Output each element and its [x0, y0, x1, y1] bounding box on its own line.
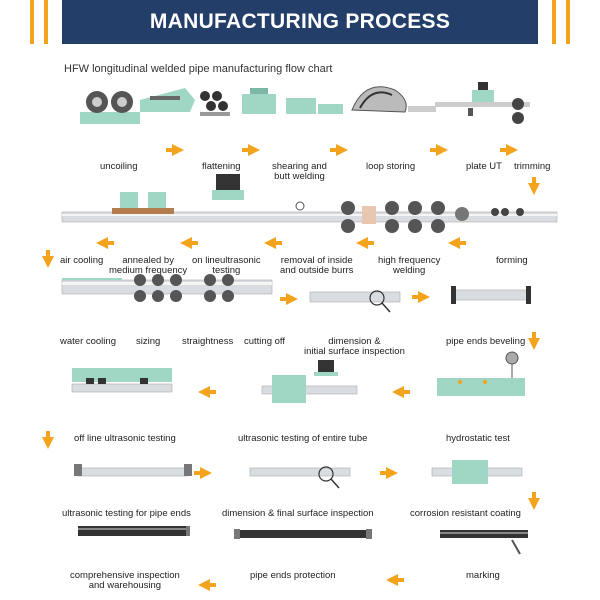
step-label-flattening: flattening: [202, 161, 241, 172]
step-label-straightness: straightness: [182, 336, 234, 347]
header-accent-bar: [44, 0, 48, 44]
final-inspection-pipe-icon: [249, 466, 351, 489]
flow-arrow-right: [500, 144, 518, 156]
step-label-online-ut: on lineultrasonic testing: [192, 256, 261, 276]
step-label-line: testing: [212, 265, 241, 276]
step-label-line: comprehensive inspection: [70, 570, 180, 581]
header-accent-bar: [552, 0, 556, 44]
flow-arrow-left: [264, 237, 282, 249]
step-label-line: dimension &: [328, 336, 381, 347]
step-label-ut-pipe-ends: ultrasonic testing for pipe ends: [62, 508, 191, 519]
pipe-ends-ut-icon: [74, 464, 192, 477]
step-label-loop-storing: loop storing: [366, 161, 416, 172]
offline-ut-icon: [71, 368, 173, 393]
flow-arrow-left: [356, 237, 374, 249]
warehoused-pipe-icon: [78, 526, 190, 536]
coating-icon: [431, 460, 523, 484]
plate-ut-icon: [435, 82, 530, 124]
step-label-line: removal of inside: [280, 255, 353, 266]
step-label-hf-welding: high frequency welding: [378, 256, 440, 276]
marked-pipe-icon: [440, 530, 528, 555]
step-label-water-cooling: water cooling: [60, 336, 116, 347]
flow-arrow-left: [386, 574, 404, 586]
step-label-line: annealed by: [122, 255, 174, 266]
uncoiler-machine-icon: [80, 88, 195, 124]
step-label-offline-ut: off line ultrasonic testing: [74, 433, 176, 444]
step-label-coating: corrosion resistant coating: [410, 508, 521, 519]
step-label-shearing: shearing and butt welding: [272, 162, 327, 182]
flow-arrow-left: [96, 237, 114, 249]
welding-line-pipe-icon: [61, 174, 558, 233]
step-label-line: medium frequency: [109, 265, 188, 276]
flow-arrow-right: [380, 467, 398, 479]
flow-arrow-right: [430, 144, 448, 156]
step-label-initial-inspection: dimension & initial surface inspection: [304, 337, 405, 357]
header-accent-bar: [566, 0, 570, 44]
step-label-final-inspection: dimension & final surface inspection: [222, 508, 374, 519]
flow-arrow-right: [242, 144, 260, 156]
step-label-uncoiling: uncoiling: [100, 161, 138, 172]
loop-storing-icon: [351, 86, 436, 113]
step-label-line: initial surface inspection: [304, 346, 405, 357]
flow-arrow-left: [198, 386, 216, 398]
step-label-air-cooling: air cooling: [60, 255, 104, 266]
beveled-pipe-icon: [451, 286, 531, 304]
flow-arrow-down: [528, 177, 540, 195]
step-label-ends-protection: pipe ends protection: [250, 570, 336, 581]
step-label-burr-removal: removal of inside and outside burrs: [280, 256, 353, 276]
entire-tube-ut-icon: [261, 360, 358, 403]
step-label-line: on lineultrasonic: [192, 255, 261, 266]
step-label-line: welding: [393, 265, 426, 276]
chart-subtitle: HFW longitudinal welded pipe manufacturi…: [64, 63, 333, 75]
step-label-annealed: annealed by medium frequency: [109, 256, 187, 276]
flow-arrow-down: [42, 431, 54, 449]
flow-arrow-left: [180, 237, 198, 249]
header-accent-bar: [30, 0, 34, 44]
step-label-ut-entire-tube: ultrasonic testing of entire tube: [238, 433, 368, 444]
step-label-line: and outside burrs: [280, 265, 354, 276]
flow-arrow-right: [166, 144, 184, 156]
hydrostatic-test-icon: [437, 351, 525, 396]
step-label-comprehensive-inspection: comprehensive inspection and warehousing: [70, 571, 180, 591]
shearing-machine-icon: [242, 88, 343, 114]
step-label-line: butt welding: [274, 171, 325, 182]
protected-pipe-icon: [234, 529, 372, 539]
flow-arrow-left: [198, 579, 216, 591]
step-label-sizing: sizing: [136, 336, 161, 347]
flattening-rolls-icon: [200, 91, 230, 116]
flow-arrow-right: [194, 467, 212, 479]
step-label-line: shearing and: [272, 161, 327, 172]
flow-arrow-down: [528, 492, 540, 510]
page-title: MANUFACTURING PROCESS: [62, 0, 538, 44]
flow-arrow-right: [412, 291, 430, 303]
step-label-line: and warehousing: [88, 580, 162, 591]
step-label-marking: marking: [466, 570, 500, 581]
flow-arrow-right: [280, 293, 298, 305]
step-label-line: high frequency: [378, 255, 441, 266]
flow-arrow-right: [330, 144, 348, 156]
step-label-trimming: trimming: [514, 161, 551, 172]
flow-arrow-down: [42, 250, 54, 268]
flow-arrow-left: [392, 386, 410, 398]
flow-arrow-down: [528, 332, 540, 350]
sizing-line-pipe-icon: [61, 274, 273, 302]
step-label-hydrostatic-test: hydrostatic test: [446, 433, 510, 444]
initial-inspection-pipe-icon: [309, 290, 401, 313]
step-label-pipe-ends-beveling: pipe ends beveling: [446, 336, 526, 347]
step-label-forming: forming: [496, 255, 528, 266]
step-label-plate-ut: plate UT: [466, 161, 502, 172]
flow-arrow-left: [448, 237, 466, 249]
step-label-cutting-off: cutting off: [244, 336, 286, 347]
